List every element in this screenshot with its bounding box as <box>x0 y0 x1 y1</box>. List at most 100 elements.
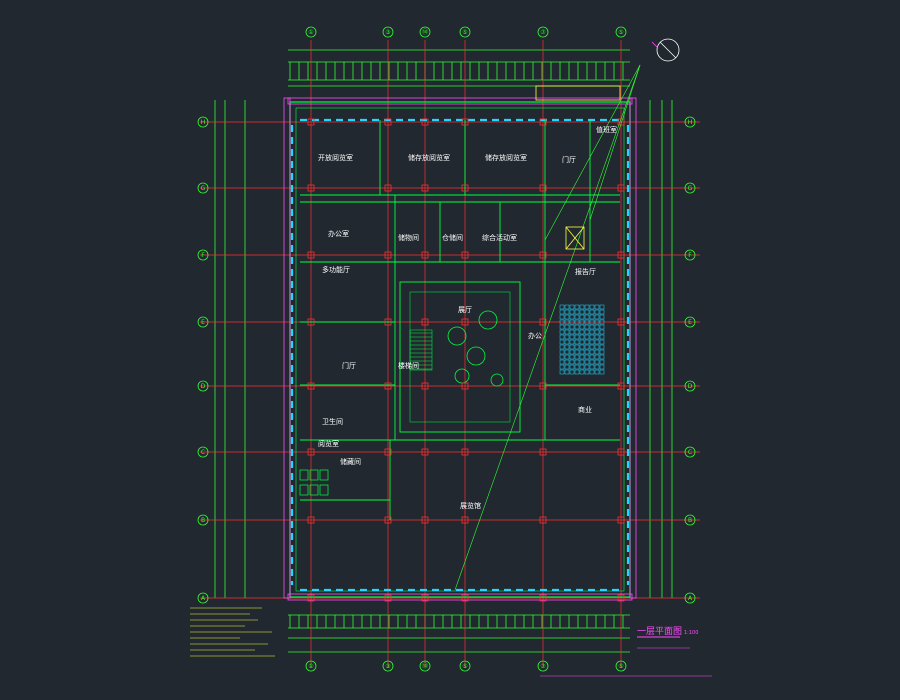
seat <box>594 349 600 355</box>
seat <box>579 359 585 365</box>
axis-bubble-label: A <box>688 595 693 602</box>
seat <box>599 359 605 365</box>
seat <box>574 364 580 370</box>
column <box>307 318 315 326</box>
room-label: 储存放阅览室 <box>408 153 450 162</box>
room-label: 多功能厅 <box>322 265 350 274</box>
seat <box>569 334 575 340</box>
room-label: 值班室 <box>596 125 617 134</box>
column <box>539 184 547 192</box>
axis-bubble-label: ① <box>308 29 313 36</box>
column <box>461 318 469 326</box>
room-label: 储物间 <box>398 233 419 242</box>
seat <box>594 329 600 335</box>
seat <box>599 369 605 375</box>
seat <box>559 304 565 310</box>
seat <box>574 304 580 310</box>
column <box>539 382 547 390</box>
seat <box>559 349 565 355</box>
seat <box>584 359 590 365</box>
seat <box>584 324 590 330</box>
seat <box>574 319 580 325</box>
column <box>421 318 429 326</box>
column <box>461 594 469 602</box>
room-label: 卫生间 <box>322 417 343 426</box>
seat <box>589 339 595 345</box>
general-notes <box>190 607 275 657</box>
column <box>617 184 625 192</box>
seat <box>559 339 565 345</box>
seat <box>564 329 570 335</box>
axis-bubble <box>537 660 549 672</box>
seat <box>599 304 605 310</box>
seat <box>564 369 570 375</box>
column <box>307 184 315 192</box>
column <box>539 448 547 456</box>
columns <box>307 118 625 602</box>
interior-walls <box>300 120 620 520</box>
column <box>421 516 429 524</box>
seat <box>559 334 565 340</box>
axis-bubble-label: D <box>688 383 693 390</box>
column <box>461 118 469 126</box>
seat <box>574 349 580 355</box>
seat <box>564 344 570 350</box>
seat <box>584 349 590 355</box>
seat <box>559 309 565 315</box>
courtyard-trees <box>447 310 504 387</box>
seat <box>579 334 585 340</box>
seat <box>574 309 580 315</box>
seat <box>564 334 570 340</box>
seat <box>589 314 595 320</box>
room-label: 门厅 <box>342 361 356 370</box>
axis-bubble <box>684 514 696 526</box>
seat <box>594 334 600 340</box>
room-label: 开放阅览室 <box>318 153 353 162</box>
seat <box>569 329 575 335</box>
column <box>421 594 429 602</box>
axis-bubble <box>459 26 471 38</box>
axis-bubble-label: H <box>688 119 693 126</box>
toilet-fixtures <box>299 469 329 496</box>
seat <box>584 304 590 310</box>
column <box>617 516 625 524</box>
seat <box>599 339 605 345</box>
seat <box>564 359 570 365</box>
seat <box>594 304 600 310</box>
seat <box>594 344 600 350</box>
seat <box>574 314 580 320</box>
axis-bubble <box>197 592 209 604</box>
seat <box>559 354 565 360</box>
seat <box>569 339 575 345</box>
axis-bubble <box>197 380 209 392</box>
column <box>461 251 469 259</box>
seat <box>589 334 595 340</box>
room-label: 综合活动室 <box>482 233 517 242</box>
seat <box>559 314 565 320</box>
column <box>461 184 469 192</box>
seat <box>569 324 575 330</box>
axis-bubble-label: ⑦ <box>540 29 546 36</box>
axis-bubble <box>684 116 696 128</box>
axis-bubble <box>615 660 627 672</box>
seat <box>594 369 600 375</box>
structural-grid <box>200 40 700 668</box>
seat <box>584 339 590 345</box>
room-label: 报告厅 <box>575 267 596 276</box>
axis-bubble <box>197 514 209 526</box>
seat <box>589 359 595 365</box>
axis-bubble-label: B <box>201 517 205 524</box>
column <box>384 318 392 326</box>
column <box>539 318 547 326</box>
axis-bubble <box>382 26 394 38</box>
seat <box>599 334 605 340</box>
seat <box>599 349 605 355</box>
seat <box>559 369 565 375</box>
window-bands <box>283 97 637 601</box>
seat <box>584 364 590 370</box>
seat <box>569 319 575 325</box>
seat <box>579 364 585 370</box>
seat <box>579 309 585 315</box>
seat <box>559 319 565 325</box>
